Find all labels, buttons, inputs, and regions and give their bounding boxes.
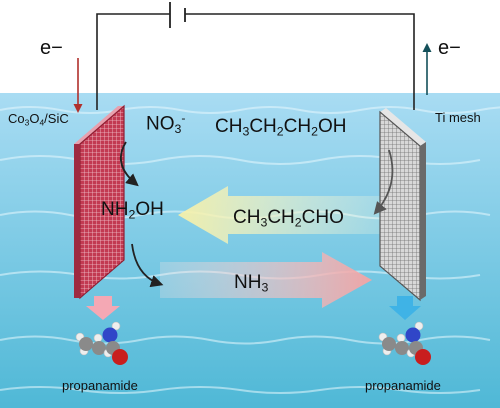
ammonia-transfer-arrow	[160, 252, 372, 308]
right-electrode	[379, 108, 426, 302]
nitrate-reduction-arrow	[119, 141, 139, 187]
left-product-arrow	[86, 296, 120, 320]
propanamide-label-right: propanamide	[365, 378, 441, 393]
left-electrode	[74, 104, 125, 300]
propanamide-molecule-left	[75, 321, 128, 365]
electron-arrow-left	[73, 58, 83, 113]
ammonia-label: NH3	[234, 272, 269, 295]
propanamide-molecule-right	[378, 321, 431, 365]
hydroxylamine-label: NH2OH	[101, 199, 164, 222]
propanol-oxidation-arrow	[373, 149, 394, 215]
right-product-arrow	[389, 296, 421, 320]
electron-arrow-right	[422, 43, 432, 95]
left-electrode-material-label: Co3O4/SiC	[8, 111, 69, 128]
circuit-wire	[96, 13, 415, 110]
propanal-transfer-arrow	[178, 186, 385, 244]
external-circuit	[96, 2, 415, 110]
hydroxylamine-to-ammonia-arrow	[131, 243, 164, 288]
right-electrode-material-label: Ti mesh	[435, 110, 481, 125]
electron-label-right: e−	[438, 37, 461, 59]
nitrate-label: NO3-	[146, 111, 186, 137]
propanol-label: CH3CH2CH2OH	[215, 116, 347, 139]
electron-label-left: e−	[40, 37, 63, 59]
propanamide-label-left: propanamide	[62, 378, 138, 393]
propanal-label: CH3CH2CHO	[233, 207, 344, 230]
